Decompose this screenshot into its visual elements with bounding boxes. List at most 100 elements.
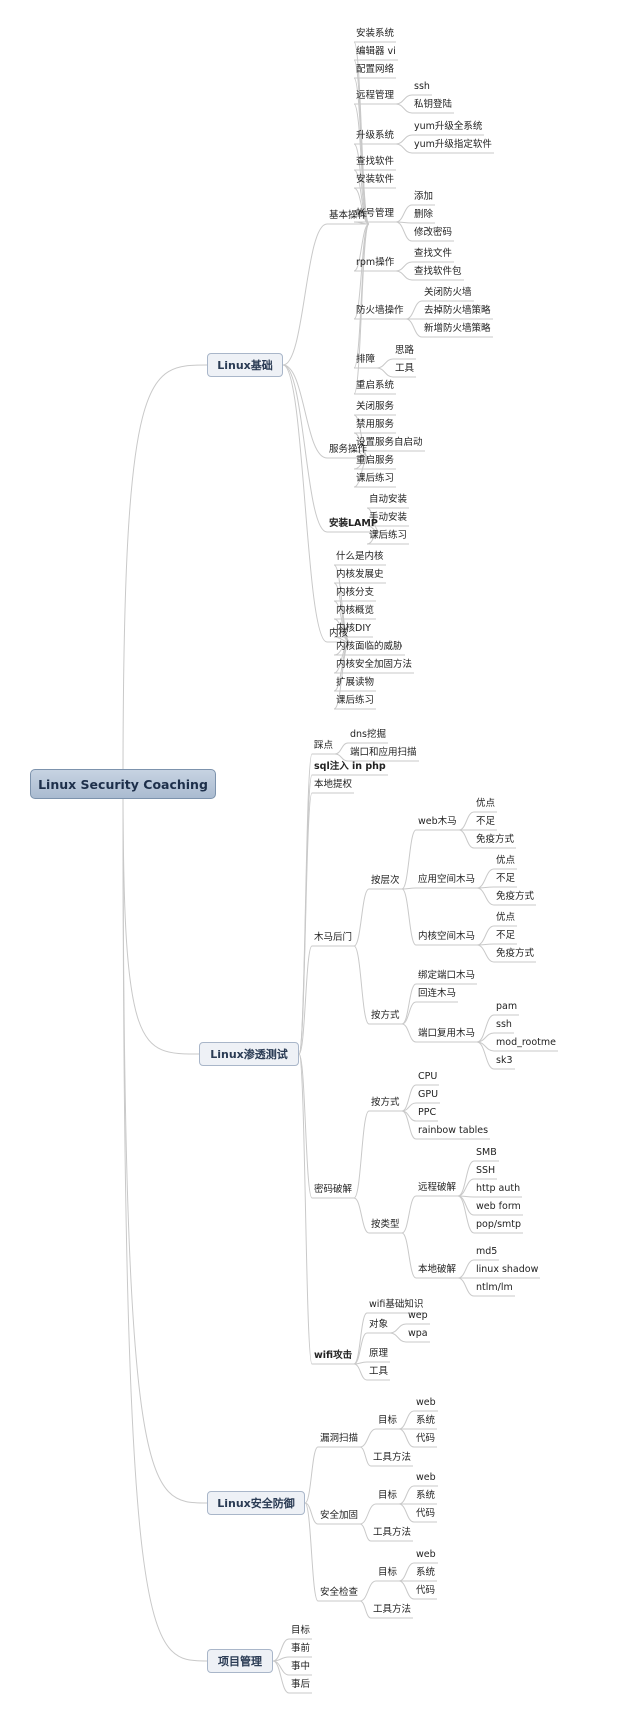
node-pentest-remote-crack[interactable]: 远程破解 <box>418 1182 457 1193</box>
node-basics-kernel[interactable]: 内核 <box>329 628 349 639</box>
node-basics-find-package[interactable]: 查找软件包 <box>414 266 462 277</box>
node-basics-change-password[interactable]: 修改密码 <box>414 227 453 238</box>
node-pentest-wifi-principle[interactable]: 原理 <box>369 1348 389 1359</box>
node-basics-remote-mgmt[interactable]: 远程管理 <box>356 90 395 101</box>
node-project-before[interactable]: 事前 <box>291 1643 311 1654</box>
node-pentest-reverse-trojan[interactable]: 回连木马 <box>418 988 457 999</box>
node-defense-scan-code[interactable]: 代码 <box>416 1433 436 1444</box>
node-pentest-linux-shadow[interactable]: linux shadow <box>476 1264 539 1275</box>
node-pentest-mod-rootme[interactable]: mod_rootme <box>496 1037 556 1048</box>
node-pentest-web-trojan[interactable]: web木马 <box>418 816 457 827</box>
node-defense-audit-tools[interactable]: 工具方法 <box>373 1604 412 1615</box>
node-basics-key-login[interactable]: 私钥登陆 <box>414 99 453 110</box>
node-basics-remove-fw-policy[interactable]: 去掉防火墙策略 <box>424 305 491 316</box>
node-pentest-pam[interactable]: pam <box>496 1001 518 1012</box>
node-basics-kernel-hardening[interactable]: 内核安全加固方法 <box>336 659 413 670</box>
node-pentest-password-crack[interactable]: 密码破解 <box>314 1184 353 1195</box>
node-pentest-user-evasion[interactable]: 免疫方式 <box>496 891 535 902</box>
node-basics-add-fw-policy[interactable]: 新增防火墙策略 <box>424 323 491 334</box>
node-basics-upgrade-system[interactable]: 升级系统 <box>356 130 395 141</box>
node-defense-harden-tools[interactable]: 工具方法 <box>373 1527 412 1538</box>
node-basics-account-mgmt[interactable]: 帐号管理 <box>356 208 395 219</box>
node-pentest-ssh[interactable]: ssh <box>496 1019 512 1030</box>
node-pentest-rainbow-tables[interactable]: rainbow tables <box>418 1125 489 1136</box>
node-pentest-local-privesc[interactable]: 本地提权 <box>314 779 353 790</box>
node-defense-harden-system[interactable]: 系统 <box>416 1490 436 1501</box>
node-pentest-by-layer[interactable]: 按层次 <box>371 875 400 886</box>
node-defense-scan-tools[interactable]: 工具方法 <box>373 1452 412 1463</box>
node-defense-harden-web[interactable]: web <box>416 1472 436 1483</box>
node-pentest-user-pros[interactable]: 优点 <box>496 855 516 866</box>
node-basics-manual-install[interactable]: 手动安装 <box>369 512 408 523</box>
node-pentest-user-cons[interactable]: 不足 <box>496 873 516 884</box>
node-defense-audit-targets[interactable]: 目标 <box>378 1567 398 1578</box>
topic-linux-basics[interactable]: Linux基础 <box>207 353 283 377</box>
node-pentest-wpa[interactable]: wpa <box>408 1328 428 1339</box>
node-pentest-ppc[interactable]: PPC <box>418 1107 437 1118</box>
node-pentest-crack-by-method[interactable]: 按方式 <box>371 1097 400 1108</box>
node-basics-reboot[interactable]: 重启系统 <box>356 380 395 391</box>
node-pentest-smb[interactable]: SMB <box>476 1147 497 1158</box>
node-basics-find-file[interactable]: 查找文件 <box>414 248 453 259</box>
node-pentest-kernel-cons[interactable]: 不足 <box>496 930 516 941</box>
node-pentest-recon[interactable]: 踩点 <box>314 740 334 751</box>
node-basics-editor-vi[interactable]: 编辑器 vi <box>356 46 396 57</box>
node-pentest-gpu[interactable]: GPU <box>418 1089 439 1100</box>
node-pentest-wifi-targets[interactable]: 对象 <box>369 1319 389 1330</box>
node-basics-kernel-diy[interactable]: 内核DIY <box>336 623 371 634</box>
node-pentest-port-reuse-trojan[interactable]: 端口复用木马 <box>418 1028 476 1039</box>
node-basics-kernel-history[interactable]: 内核发展史 <box>336 569 384 580</box>
node-project-after[interactable]: 事后 <box>291 1679 311 1690</box>
node-basics-delete[interactable]: 删除 <box>414 209 434 220</box>
node-pentest-ssh-crack[interactable]: SSH <box>476 1165 496 1176</box>
node-basics-kernel-overview[interactable]: 内核概览 <box>336 605 375 616</box>
node-basics-disable-service[interactable]: 禁用服务 <box>356 419 395 430</box>
node-defense-harden-code[interactable]: 代码 <box>416 1508 436 1519</box>
node-basics-install-lamp[interactable]: 安装LAMP <box>329 518 378 529</box>
node-pentest-web-pros[interactable]: 优点 <box>476 798 496 809</box>
node-defense-hardening[interactable]: 安全加固 <box>320 1510 359 1521</box>
node-defense-vuln-scan[interactable]: 漏洞扫描 <box>320 1433 359 1444</box>
node-pentest-local-crack[interactable]: 本地破解 <box>418 1264 457 1275</box>
node-basics-troubleshoot-approach[interactable]: 思路 <box>395 345 415 356</box>
node-project-during[interactable]: 事中 <box>291 1661 311 1672</box>
node-pentest-sql-injection[interactable]: sql注入 in php <box>314 761 386 772</box>
node-basics-install-software[interactable]: 安装软件 <box>356 174 395 185</box>
node-pentest-userspace-trojan[interactable]: 应用空间木马 <box>418 874 476 885</box>
node-pentest-crack-by-type[interactable]: 按类型 <box>371 1219 400 1230</box>
node-pentest-pop-smtp[interactable]: pop/smtp <box>476 1219 522 1230</box>
node-pentest-dns-probe[interactable]: dns挖掘 <box>350 729 387 740</box>
node-pentest-trojan-backdoor[interactable]: 木马后门 <box>314 932 353 943</box>
node-defense-scan-web[interactable]: web <box>416 1397 436 1408</box>
node-basics-ssh[interactable]: ssh <box>414 81 430 92</box>
node-basics-firewall-ops[interactable]: 防火墙操作 <box>356 305 404 316</box>
node-basics-kernel-branches[interactable]: 内核分支 <box>336 587 375 598</box>
node-pentest-ntlm-lm[interactable]: ntlm/lm <box>476 1282 513 1293</box>
node-basics-service-ops[interactable]: 服务操作 <box>329 444 368 455</box>
node-defense-scan-system[interactable]: 系统 <box>416 1415 436 1426</box>
node-basics-disable-firewall[interactable]: 关闭防火墙 <box>424 287 472 298</box>
node-basics-add[interactable]: 添加 <box>414 191 434 202</box>
node-basics-restart-service[interactable]: 重启服务 <box>356 455 395 466</box>
node-pentest-wep[interactable]: wep <box>408 1310 428 1321</box>
node-basics-what-is-kernel[interactable]: 什么是内核 <box>336 551 384 562</box>
node-pentest-bind-port-trojan[interactable]: 绑定端口木马 <box>418 970 476 981</box>
topic-project-management[interactable]: 项目管理 <box>207 1649 273 1673</box>
node-basics-troubleshoot[interactable]: 排障 <box>356 354 376 365</box>
node-pentest-wifi-tools[interactable]: 工具 <box>369 1366 389 1377</box>
node-pentest-by-method[interactable]: 按方式 <box>371 1010 400 1021</box>
node-project-goals[interactable]: 目标 <box>291 1625 311 1636</box>
node-defense-audit-web[interactable]: web <box>416 1549 436 1560</box>
node-pentest-http-auth[interactable]: http auth <box>476 1183 521 1194</box>
node-basics-basic-ops[interactable]: 基本操作 <box>329 210 368 221</box>
node-pentest-kernel-trojan[interactable]: 内核空间木马 <box>418 931 476 942</box>
node-basics-yum-upgrade-pkg[interactable]: yum升级指定软件 <box>414 139 492 150</box>
node-pentest-web-evasion[interactable]: 免疫方式 <box>476 834 515 845</box>
node-basics-config-network[interactable]: 配置网络 <box>356 64 395 75</box>
topic-linux-pentest[interactable]: Linux渗透测试 <box>199 1042 299 1066</box>
node-basics-kernel-exercise[interactable]: 课后练习 <box>336 695 375 706</box>
node-pentest-cpu[interactable]: CPU <box>418 1071 438 1082</box>
node-basics-autostart-service[interactable]: 设置服务自启动 <box>356 437 423 448</box>
node-basics-stop-service[interactable]: 关闭服务 <box>356 401 395 412</box>
topic-linux-defense[interactable]: Linux安全防御 <box>207 1491 305 1515</box>
